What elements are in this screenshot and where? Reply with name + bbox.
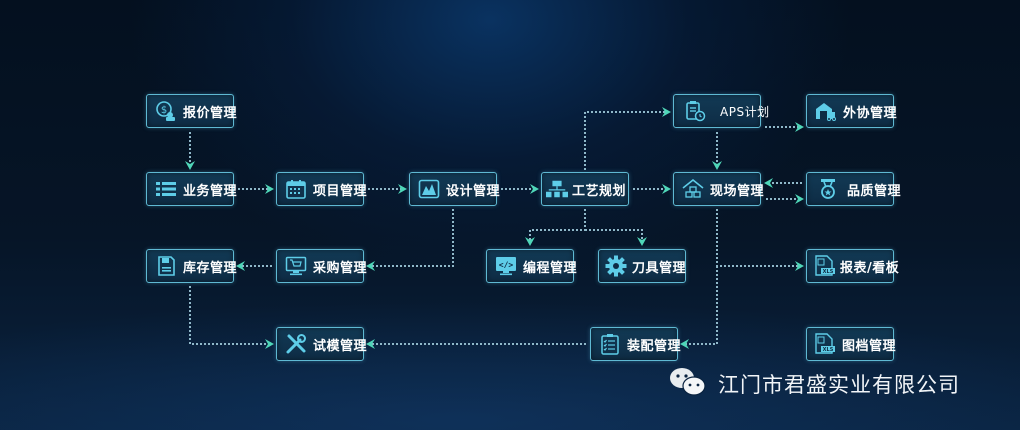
node-business-management[interactable]: 业务管理: [146, 172, 238, 206]
medal-icon: [817, 178, 839, 200]
svg-text:XLS: XLS: [823, 347, 834, 353]
node-label: 采购管理: [313, 260, 368, 276]
svg-text:$: $: [161, 105, 167, 116]
node-label: 图档管理: [842, 338, 897, 354]
node-design-management[interactable]: 设计管理: [409, 172, 501, 206]
org-chart-icon: [546, 178, 568, 200]
node-drawing-management[interactable]: XLS 图档管理: [806, 327, 897, 361]
node-project-management[interactable]: 项目管理: [276, 172, 368, 206]
node-report-dashboard[interactable]: XLS 报表/看板: [806, 249, 899, 283]
svg-text:</>: </>: [499, 261, 514, 270]
warehouse-truck-icon: [815, 100, 837, 122]
node-trial-mold-management[interactable]: 试模管理: [276, 327, 368, 361]
node-quality-management[interactable]: 品质管理: [806, 172, 901, 206]
node-label: 刀具管理: [632, 260, 687, 276]
image-chart-icon: [418, 178, 440, 200]
svg-text:XLS: XLS: [823, 269, 834, 275]
brand-watermark: 江门市君盛实业有限公司: [668, 366, 960, 402]
node-label: 库存管理: [183, 260, 238, 276]
node-label: 外协管理: [843, 105, 898, 121]
node-label: 品质管理: [847, 183, 902, 199]
clipboard-clock-icon: [684, 100, 706, 122]
xls-file-icon: XLS: [814, 255, 836, 277]
list-icon: [155, 178, 177, 200]
node-process-planning[interactable]: 工艺规划: [541, 172, 629, 206]
calendar-icon: [285, 178, 307, 200]
node-label: 报价管理: [183, 105, 238, 121]
node-tooling-management[interactable]: 刀具管理: [598, 249, 686, 283]
quote-dollar-icon: $: [155, 100, 177, 122]
node-label: 项目管理: [313, 183, 368, 199]
xls-file-icon: XLS: [814, 333, 836, 355]
node-purchase-management[interactable]: 采购管理: [276, 249, 368, 283]
node-label: 编程管理: [523, 260, 578, 276]
node-label: 装配管理: [627, 338, 682, 354]
node-label: 工艺规划: [572, 183, 627, 199]
gear-icon: [605, 255, 627, 277]
floppy-icon: [155, 255, 177, 277]
cart-monitor-icon: [285, 255, 307, 277]
node-label: 现场管理: [710, 183, 765, 199]
code-monitor-icon: </>: [495, 255, 517, 277]
node-label: 设计管理: [446, 183, 501, 199]
node-label: APS计划: [720, 104, 770, 119]
node-aps-planning[interactable]: APS计划: [673, 94, 769, 128]
node-label: 业务管理: [183, 183, 238, 199]
node-programming-management[interactable]: </> 编程管理: [486, 249, 578, 283]
factory-boxes-icon: [682, 178, 704, 200]
node-site-management[interactable]: 现场管理: [673, 172, 765, 206]
node-assembly-management[interactable]: 装配管理: [590, 327, 682, 361]
checklist-icon: [599, 333, 621, 355]
tools-icon: [285, 333, 307, 355]
node-label: 试模管理: [313, 338, 368, 354]
node-label: 报表/看板: [840, 260, 900, 276]
node-inventory-management[interactable]: 库存管理: [146, 249, 238, 283]
wechat-icon: [668, 366, 708, 402]
node-quote-management[interactable]: $ 报价管理: [146, 94, 238, 128]
node-outsource-management[interactable]: 外协管理: [806, 94, 898, 128]
company-name: 江门市君盛实业有限公司: [718, 373, 960, 397]
